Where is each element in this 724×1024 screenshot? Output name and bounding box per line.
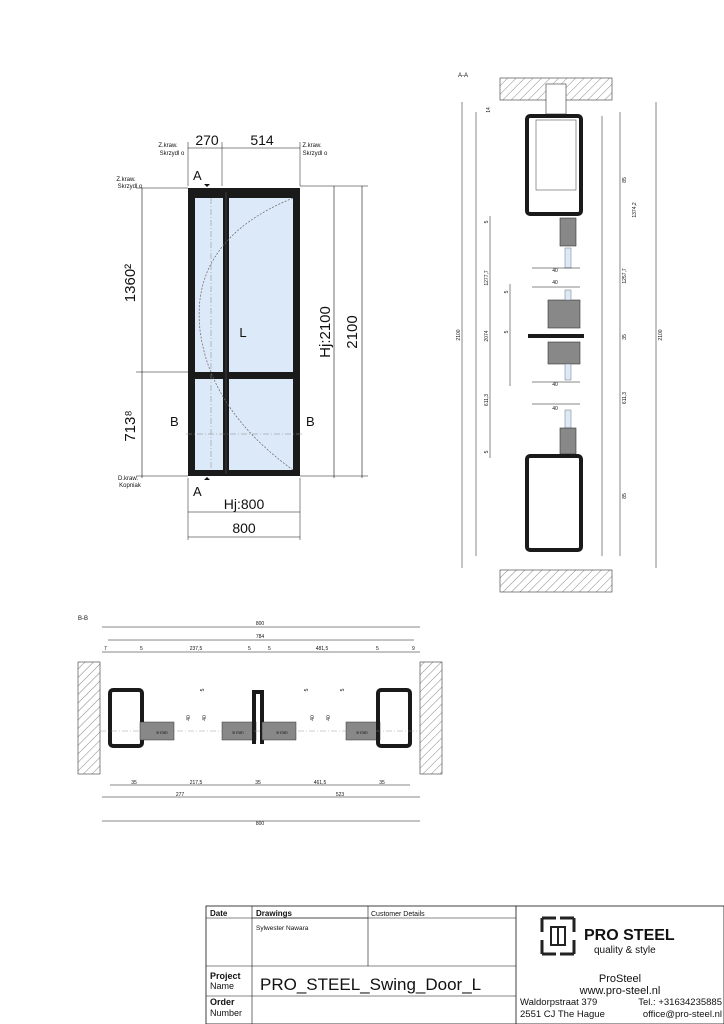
bb-bottom-3: 35	[255, 780, 261, 786]
tb-company: ProSteel	[599, 973, 641, 985]
aa-40-1: 40	[552, 268, 558, 274]
aa-40-2: 40	[552, 280, 558, 286]
aa-outer-left: 2100	[456, 329, 462, 340]
tb-tagline: quality & style	[594, 945, 656, 956]
bb-40-2: 40	[202, 715, 208, 721]
bb-top-total: 800	[256, 621, 265, 627]
bb-bottom2-2: 523	[336, 792, 345, 798]
section-bb-title: B-B	[78, 616, 88, 622]
bb-top-2: 5	[140, 646, 143, 652]
bb-glass-4: 8 mm	[356, 730, 368, 735]
bb-top-4: 5	[248, 646, 251, 652]
tb-customer-label: Customer Details	[371, 911, 425, 918]
bb-5-3: 5	[340, 688, 346, 691]
tb-order-label2: Number	[210, 1008, 242, 1018]
bb-top-1: 7	[104, 646, 107, 652]
bb-5-1: 5	[200, 688, 206, 691]
tb-order-label1: Order	[210, 997, 235, 1007]
tb-project-label1: Project	[210, 971, 241, 981]
aa-left-7: 611,3	[484, 394, 490, 406]
section-b-right: B	[306, 414, 315, 429]
section-bb: B-B 800 784 7 5 237,5 5 5 481,5 5 9 8 mm…	[77, 616, 443, 827]
aa-right-4: 35	[622, 334, 628, 340]
bb-glass-1: 8 mm	[156, 730, 168, 735]
tb-date-label: Date	[210, 909, 228, 918]
top-right-note1: Z.kraw.	[302, 143, 322, 149]
left-top-note1: Z.kraw.	[116, 177, 136, 183]
aa-left-4: 5	[504, 290, 510, 293]
aa-40-4: 40	[552, 406, 558, 412]
tb-author: Sylwester Nawara	[256, 925, 309, 932]
bb-bottom-5: 35	[379, 780, 385, 786]
bb-40-3: 40	[310, 715, 316, 721]
tb-brand: PRO STEEL	[584, 927, 675, 944]
aa-right-3: 1257,7	[622, 268, 628, 284]
title-block: Date Drawings Customer Details Sylwester…	[205, 905, 724, 1024]
bb-top-6: 481,5	[316, 646, 329, 652]
aa-40-3: 40	[552, 382, 558, 388]
aa-left-6: 5	[504, 330, 510, 333]
left-top-note2: Skrzydl o	[118, 184, 143, 190]
aa-right-5: 611,3	[622, 392, 628, 404]
bb-top-8: 9	[412, 646, 415, 652]
bb-top-5: 5	[268, 646, 271, 652]
bb-bottom-4: 461,5	[314, 780, 327, 786]
aa-right-6: 85	[622, 493, 628, 499]
bb-5-2: 5	[304, 688, 310, 691]
aa-left-8: 5	[484, 450, 490, 453]
bb-glass-2: 8 mm	[232, 730, 244, 735]
bb-bottom2-1: 277	[176, 792, 185, 798]
bb-top-inner: 784	[256, 634, 265, 640]
tb-email: office@pro-steel.nl	[643, 1009, 722, 1020]
bb-40-4: 40	[326, 715, 332, 721]
tb-address1: Waldorpstraat 379	[520, 997, 597, 1008]
hj-height-dim: Hj:2100	[317, 306, 334, 358]
prosteel-logo-icon	[540, 916, 576, 956]
aa-left-3: 1277,7	[484, 270, 490, 286]
tb-address2: 2551 CJ The Hague	[520, 1009, 605, 1020]
tb-website: www.pro-steel.nl	[579, 985, 661, 997]
total-width-dim: 800	[232, 520, 256, 536]
top-left-note1: Z.kraw.	[158, 143, 178, 149]
upper-height-dim: 1360²	[122, 264, 139, 302]
top-right-note2: Skrzydl o	[303, 151, 328, 157]
total-height-dim: 2100	[344, 315, 361, 348]
bb-bottom-2: 217,5	[190, 780, 203, 786]
top-left-dim: 270	[195, 132, 219, 148]
tb-project-name: PRO_STEEL_Swing_Door_L	[260, 975, 481, 994]
section-a-bottom: A	[193, 484, 202, 499]
tb-drawings-label: Drawings	[256, 909, 293, 918]
aa-outer-right: 2100	[658, 329, 664, 340]
left-bottom-note2: Kopniak	[119, 483, 142, 489]
aa-left-2: 5	[484, 220, 490, 223]
section-aa-title: A-A	[458, 73, 468, 79]
bb-bottom-1: 35	[131, 780, 137, 786]
hj-width-dim: Hj:800	[224, 496, 265, 512]
section-b-left: B	[170, 414, 179, 429]
aa-left-1: 14	[486, 107, 492, 113]
section-a-top: A	[193, 168, 202, 183]
bb-glass-3: 8 mm	[276, 730, 288, 735]
bb-top-3: 237,5	[190, 646, 203, 652]
section-aa: A-A 2100 2100 40 40 40 40	[456, 73, 664, 593]
tb-phone: Tel.: +31634235885	[638, 997, 722, 1008]
aa-right-2: 1374,2	[632, 202, 638, 218]
bb-top-7: 5	[376, 646, 379, 652]
aa-left-5: 2074	[484, 330, 490, 341]
top-left-note2: Skrzydl o	[160, 151, 185, 157]
bb-bottom-total: 800	[256, 821, 265, 827]
front-elevation: 270 514 Z.kraw. Skrzydl o Z.kraw. Skrzyd…	[116, 132, 368, 540]
aa-right-1: 85	[622, 177, 628, 183]
left-bottom-note1: D.kraw.	[118, 476, 138, 482]
leaf-label: L	[239, 325, 246, 340]
bb-40-1: 40	[186, 715, 192, 721]
top-right-dim: 514	[250, 132, 274, 148]
tb-project-label2: Name	[210, 981, 234, 991]
lower-height-dim: 713⁸	[122, 410, 139, 441]
